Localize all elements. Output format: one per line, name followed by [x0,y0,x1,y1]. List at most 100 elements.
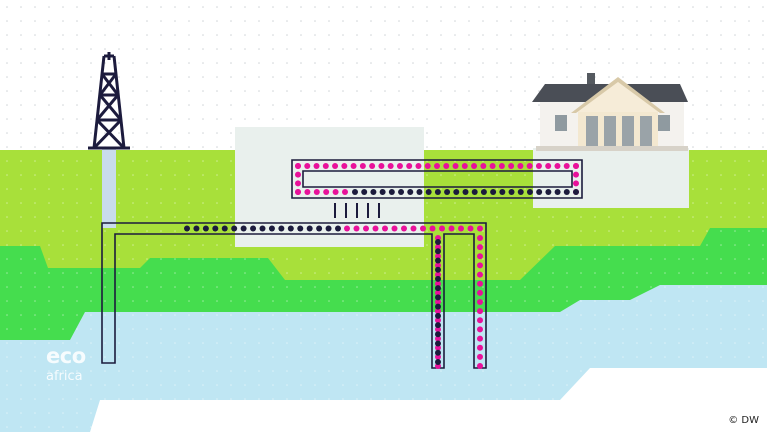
cold-fluid-dot [316,225,323,232]
cold-fluid-dot [268,225,275,232]
cold-fluid-dot [388,189,395,195]
cold-fluid-dot [278,225,285,232]
hot-fluid-dot [477,262,483,269]
hot-fluid-dot [435,280,441,287]
eco-logo-word: eco [46,344,86,368]
hot-fluid-dot [406,163,413,169]
hot-fluid-dot [369,163,376,169]
cold-fluid-dot [306,225,313,232]
cold-fluid-dot [435,303,441,310]
hot-fluid-dot [429,225,436,232]
cold-fluid-dot [453,189,460,195]
hot-fluid-dot [477,344,483,351]
hot-fluid-dot [350,163,357,169]
cold-fluid-dot [499,189,506,195]
cold-fluid-dot [435,257,441,264]
cold-fluid-dot [379,189,386,195]
hot-fluid-dot [573,171,579,178]
cold-fluid-dot [490,189,497,195]
hot-fluid-dot [420,225,426,232]
cold-fluid-dot [471,189,478,195]
cold-fluid-dot [202,225,209,232]
hot-fluid-dot [477,253,483,260]
hot-fluid-dot [391,225,398,232]
hot-fluid-dot [477,289,483,296]
heat-exchanger-vents [334,203,380,218]
hot-fluid-dot [313,163,320,169]
hot-fluid-dot [304,163,311,169]
hot-fluid-dot [382,225,388,232]
africa-logo-word: africa [46,369,83,384]
hot-fluid-dot [363,225,369,232]
hot-fluid-dot [435,289,441,296]
cold-fluid-dot [462,189,469,195]
cold-fluid-dot [444,189,451,195]
dw-credit: © DW [728,415,759,426]
hot-fluid-dot [435,326,441,333]
cold-fluid-dot [435,275,441,282]
hot-fluid-dot [295,171,301,178]
injection-pipe-outer [101,222,487,369]
hot-fluid-dot [498,163,505,169]
cold-fluid-dot [526,189,533,195]
hot-fluid-dot [471,163,478,169]
hot-fluid-dot [344,225,350,232]
hot-fluid-dot [313,189,320,195]
cold-fluid-dot [545,189,552,195]
hot-fluid-dot [424,163,431,169]
hot-fluid-dot [477,353,483,360]
cold-fluid-dot [184,225,190,232]
cold-fluid-dot [435,340,441,347]
drilling-rig-icon [88,52,130,150]
cold-fluid-dot [416,189,423,195]
hot-fluid-dot [477,335,483,342]
cold-fluid-dot [508,189,515,195]
cold-fluid-dot [325,225,332,232]
hot-fluid-dot [323,189,330,195]
cold-fluid-dot [287,225,294,232]
hot-fluid-dot [477,271,483,278]
cold-fluid-dot [573,189,579,195]
cold-fluid-dot [361,189,368,195]
hot-fluid-dot [477,225,483,232]
hot-fluid-dot [435,262,441,269]
hot-fluid-dot [378,163,385,169]
hot-fluid-dot [477,317,483,324]
house-loop-pipe [291,159,583,199]
hot-fluid-dot [434,163,440,169]
cold-fluid-dot [435,322,441,329]
pipe-network [101,159,583,369]
cold-fluid-dot [435,312,441,319]
hot-fluid-dot [535,163,542,169]
hot-fluid-dot [353,225,360,232]
hot-fluid-dot [489,163,496,169]
cold-fluid-dot [231,225,238,232]
cold-fluid-dot [435,285,441,292]
cold-fluid-dot [435,359,441,365]
hot-fluid-dot [448,225,455,232]
cold-fluid-dot [435,294,441,301]
hot-fluid-dot [563,163,570,169]
hot-fluid-dot [477,235,483,241]
cold-fluid-dot [398,189,405,195]
cold-fluid-dot [517,189,524,195]
hot-fluid-dot [467,225,474,232]
hot-fluid-dot [545,163,552,169]
hot-fluid-dot [526,163,533,169]
cold-fluid-dot [297,225,304,232]
cold-fluid-dot [407,189,414,195]
hot-fluid-dot [477,280,483,287]
hot-fluid-dot [332,189,339,195]
cold-fluid-dot [240,225,247,232]
hot-fluid-dot [461,163,468,169]
hot-fluid-dot [372,225,379,232]
hot-fluid-dot [477,326,483,333]
cold-fluid-dot [435,248,441,255]
hot-fluid-dot [477,244,483,251]
hot-fluid-dot [554,163,561,169]
cold-fluid-dot [212,225,219,232]
hot-fluid-dot [322,163,329,169]
cold-fluid-dot [480,189,487,195]
hot-fluid-dot [435,335,441,342]
